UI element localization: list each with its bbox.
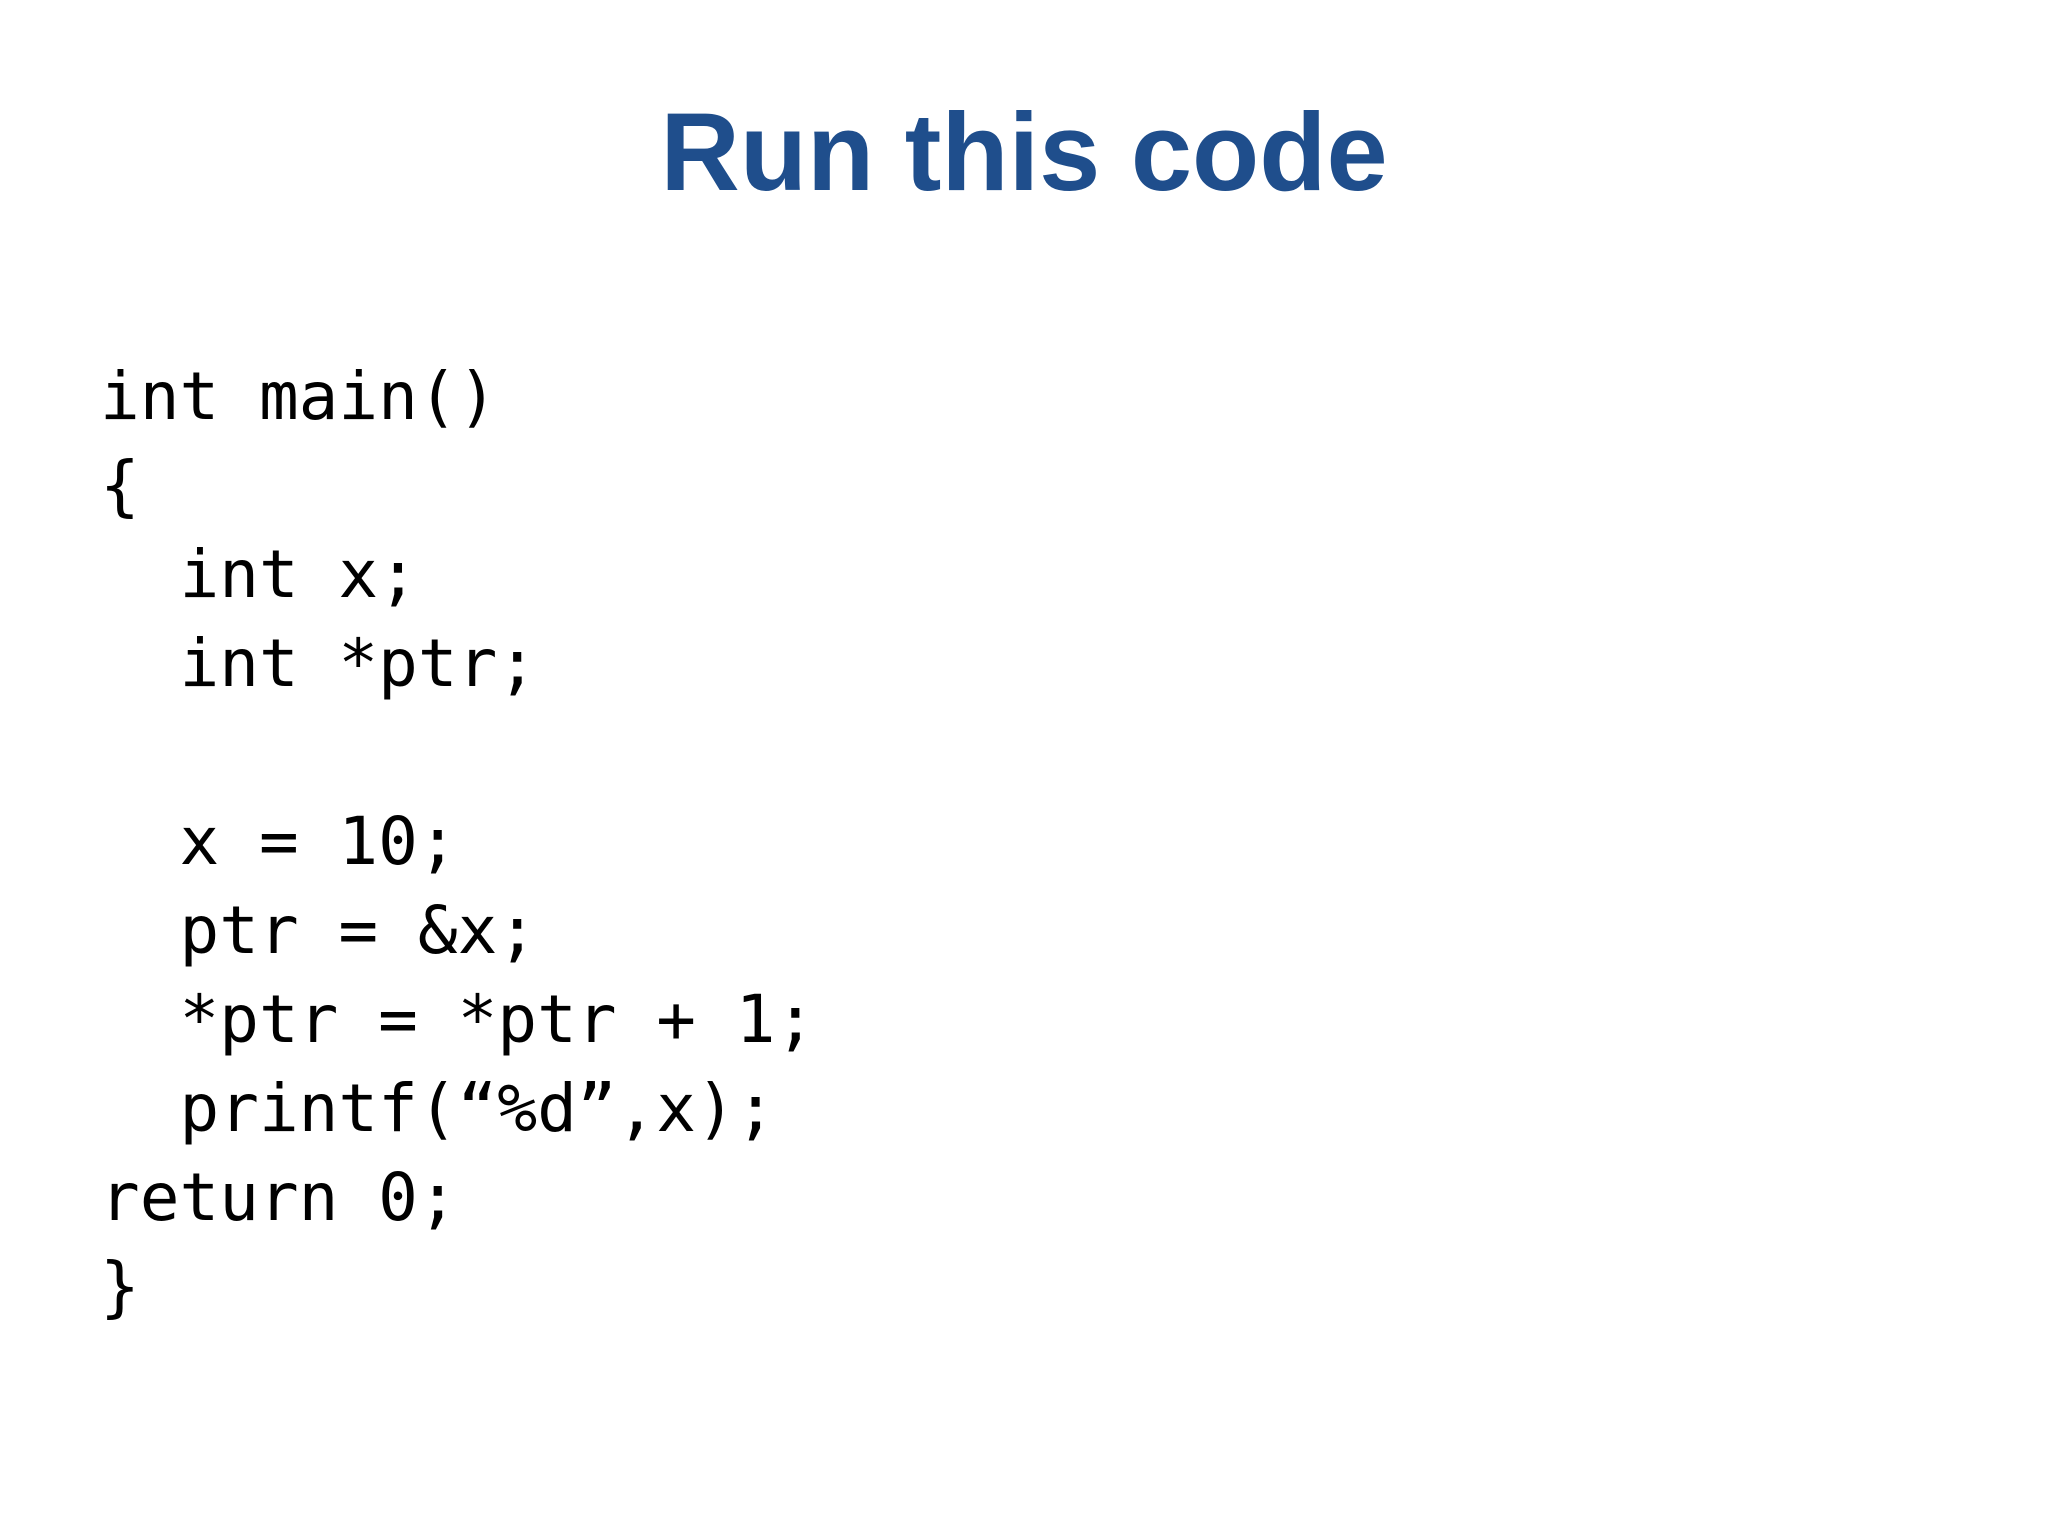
code-line (100, 708, 815, 797)
title-area: Run this code (0, 90, 2048, 217)
code-block: int main() { int x; int *ptr; x = 10; pt… (100, 352, 815, 1331)
code-line: int x; (100, 536, 418, 613)
code-line: return 0; (100, 1159, 458, 1236)
code-line: printf(“%d”,x); (100, 1070, 776, 1147)
slide-title: Run this code (660, 91, 1388, 214)
code-line: { (100, 447, 140, 524)
code-line: x = 10; (100, 803, 458, 880)
code-line: int main() (100, 358, 498, 435)
code-line: *ptr = *ptr + 1; (100, 981, 816, 1058)
code-line: int *ptr; (100, 625, 538, 702)
code-line: } (100, 1248, 140, 1325)
code-line: ptr = &x; (100, 892, 538, 969)
